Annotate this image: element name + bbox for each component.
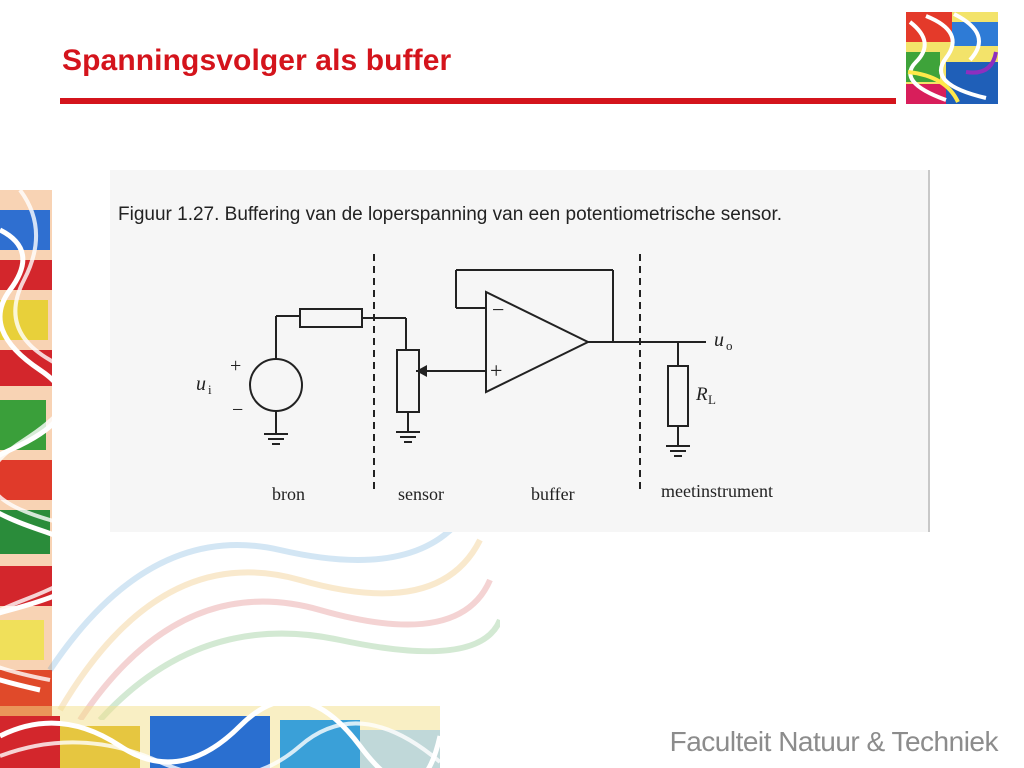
op-amp <box>485 290 591 394</box>
section-label-meetinstrument: meetinstrument <box>661 481 773 501</box>
circuit-diagram: + − u i − + u o R L bron sensor buffer m… <box>196 254 773 504</box>
source-resistor <box>299 308 363 328</box>
ground-symbols <box>264 431 690 457</box>
output-voltage-label: u <box>714 329 724 351</box>
input-voltage-label: u <box>196 373 206 395</box>
left-decorative-strip <box>0 190 60 720</box>
figure-caption: Figuur 1.27. Buffering van de loperspann… <box>118 204 783 225</box>
source-minus-sign: − <box>232 399 243 421</box>
background-watermark <box>47 520 500 720</box>
output-voltage-subscript: o <box>726 338 733 353</box>
section-label-buffer: buffer <box>531 484 575 504</box>
source-plus-sign: + <box>230 355 241 377</box>
circuit-figure: Figuur 1.27. Buffering van de loperspann… <box>110 170 930 532</box>
input-voltage-subscript: i <box>208 382 212 397</box>
potentiometer <box>396 349 420 413</box>
title-underline <box>60 98 896 104</box>
load-resistor-subscript: L <box>708 392 716 407</box>
opamp-inverting-input: − <box>492 297 504 322</box>
voltage-source <box>249 358 303 412</box>
load-resistor-label: R <box>695 384 708 405</box>
opamp-noninverting-input: + <box>490 358 502 383</box>
section-label-sensor: sensor <box>398 484 444 504</box>
wiper-arrow <box>416 365 427 377</box>
section-label-bron: bron <box>272 484 305 504</box>
faculty-logo-art <box>906 12 998 104</box>
load-resistor <box>667 365 689 427</box>
bottom-decorative-strip <box>0 706 440 768</box>
faculty-brand-footer: Faculteit Natuur & Techniek <box>669 726 999 757</box>
slide-title: Spanningsvolger als buffer <box>62 44 452 77</box>
